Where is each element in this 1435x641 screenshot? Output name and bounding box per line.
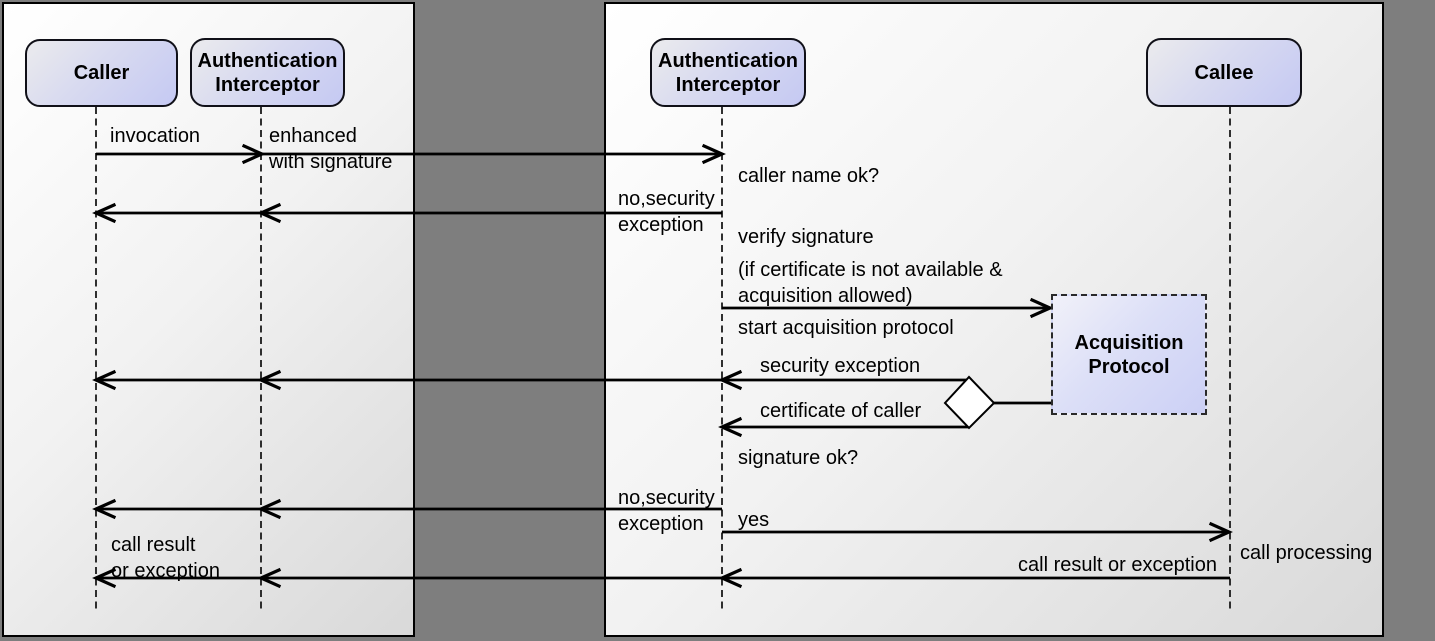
label-verify-signature: verify signature (738, 226, 874, 248)
participant-caller: Caller (25, 39, 178, 107)
participant-callee: Callee (1146, 38, 1302, 107)
label-signature-ok: signature ok? (738, 447, 859, 469)
participant-auth-interceptor-left: Authentication Interceptor (190, 38, 345, 107)
participant-auth-interceptor-right: Authentication Interceptor (650, 38, 806, 107)
label-security-exception: security exception (760, 355, 921, 377)
label-certificate-of-caller: certificate of caller (760, 400, 922, 422)
participant-acquisition-protocol: Acquisition Protocol (1051, 294, 1207, 415)
label-certificate-condition: (if certificate is not available & acqui… (738, 259, 1003, 307)
label-call-result-or-exception-left: call result or exception (111, 534, 220, 582)
label-start-acquisition-protocol: start acquisition protocol (738, 317, 954, 339)
label-call-processing: call processing (1240, 542, 1373, 564)
label-yes: yes (738, 509, 770, 531)
label-no-security-exception-1: no,security exception (618, 188, 715, 236)
label-invocation: invocation (110, 125, 201, 147)
label-enhanced-with-signature: enhanced with signature (269, 125, 393, 173)
left-system-panel (2, 2, 415, 637)
label-no-security-exception-2: no,security exception (618, 487, 715, 535)
label-caller-name-ok: caller name ok? (738, 165, 880, 187)
label-call-result-or-exception-right: call result or exception (1018, 554, 1217, 576)
